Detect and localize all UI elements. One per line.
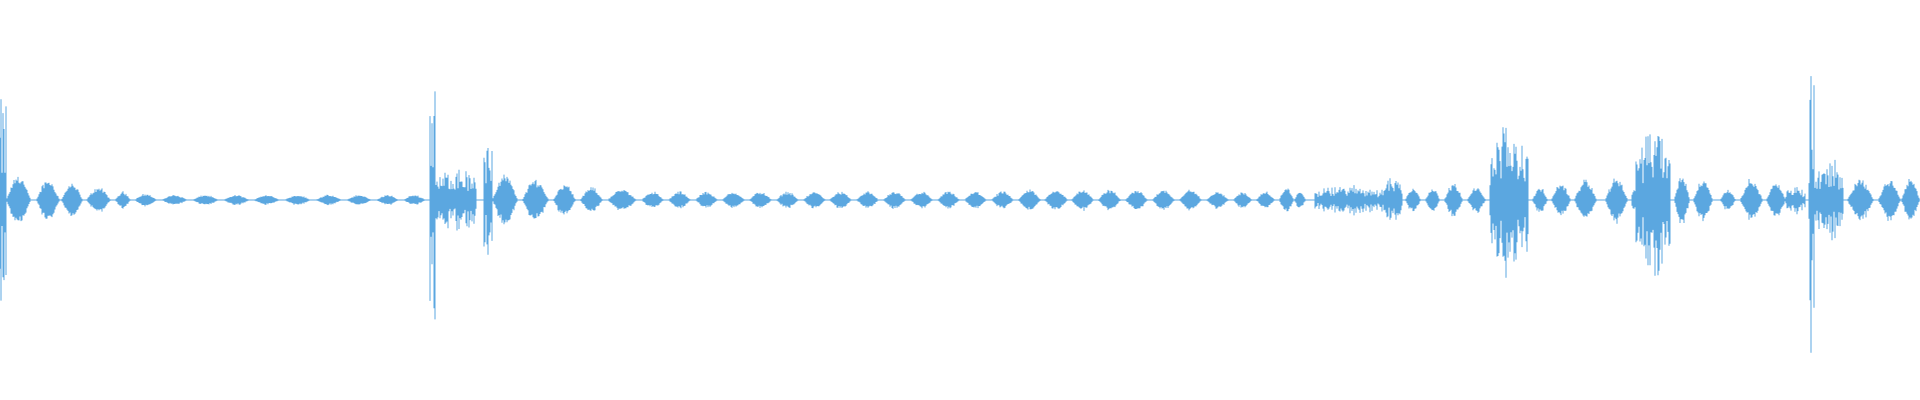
waveform-segment-68	[1785, 187, 1806, 215]
waveform-segment-41	[1098, 189, 1121, 211]
waveform-segment-17	[435, 169, 477, 231]
waveform-segment-40	[1071, 190, 1094, 211]
waveform-segment-38	[1018, 189, 1041, 210]
waveform-segment-73	[1901, 179, 1920, 220]
waveform-segment-14	[376, 195, 399, 205]
waveform-segment-0	[0, 99, 7, 301]
waveform-segment-32	[856, 191, 879, 208]
waveform-segment-25	[668, 191, 691, 209]
waveform-segment-30	[803, 192, 826, 209]
waveform-segment-7	[161, 195, 188, 205]
waveform-segment-58	[1551, 185, 1571, 216]
waveform-segment-60	[1605, 178, 1628, 224]
waveform-segment-36	[964, 192, 987, 209]
waveform-segment-20	[522, 179, 549, 219]
waveform-segment-26	[695, 191, 718, 208]
waveform-segment-5	[115, 191, 131, 209]
waveform-segment-69	[1808, 76, 1815, 353]
waveform-segment-24	[641, 191, 664, 207]
waveform-segment-54	[1444, 184, 1463, 217]
waveform-segment-28	[749, 192, 772, 208]
waveform-segment-51	[1381, 178, 1403, 220]
waveform-segment-11	[284, 196, 311, 205]
waveform-segment-31	[829, 191, 852, 208]
waveform-segment-71	[1847, 179, 1874, 221]
waveform-segment-33	[883, 192, 906, 209]
waveform-segment-21	[553, 185, 576, 215]
waveform-segment-37	[991, 191, 1014, 209]
waveform-segment-12	[315, 194, 342, 206]
waveform-segment-67	[1766, 184, 1786, 216]
waveform-segment-18	[483, 148, 493, 255]
waveform-segment-62	[1635, 134, 1671, 276]
waveform-segment-42	[1125, 191, 1148, 209]
waveform-segment-48	[1279, 188, 1294, 212]
waveform-segment-43	[1152, 190, 1175, 210]
waveform-segment-1	[6, 176, 31, 222]
waveform-segment-6	[134, 194, 157, 207]
waveform-segment-72	[1878, 181, 1901, 221]
waveform-segment-13	[346, 195, 372, 205]
waveform-segment-45	[1206, 192, 1229, 209]
waveform-segment-55	[1467, 188, 1486, 213]
waveform-segment-9	[223, 195, 250, 205]
waveform-segment-46	[1233, 192, 1252, 208]
waveform-segment-29	[776, 191, 799, 208]
waveform-segment-56	[1489, 127, 1529, 278]
waveform-segment-50	[1314, 185, 1383, 216]
waveform-segment-47	[1256, 191, 1275, 208]
waveform-segment-53	[1425, 189, 1440, 211]
waveform-segment-22	[580, 187, 603, 211]
waveform-segment-59	[1574, 179, 1597, 217]
waveform-segment-63	[1674, 178, 1690, 223]
waveform-segment-57	[1532, 188, 1548, 212]
waveform-segment-49	[1294, 192, 1306, 208]
waveform-segment-64	[1693, 181, 1713, 222]
waveform-segment-65	[1720, 189, 1736, 210]
waveform-segment-2	[36, 182, 60, 219]
waveform-track[interactable]	[0, 76, 1920, 353]
waveform-segment-27	[722, 192, 745, 208]
waveform-segment-44	[1179, 189, 1202, 211]
waveform-segment-52	[1405, 188, 1421, 212]
waveform-segment-66	[1740, 179, 1763, 220]
waveform-segment-70	[1813, 159, 1844, 241]
waveform-segment-10	[253, 195, 280, 205]
waveform-segment-23	[607, 190, 637, 210]
waveform-segment-3	[61, 183, 83, 216]
waveform-segment-39	[1044, 191, 1068, 210]
waveform-segment-4	[86, 188, 111, 212]
waveform-segment-8	[192, 195, 219, 205]
waveform-segment-16	[429, 91, 437, 320]
waveform-segment-34	[910, 191, 933, 209]
waveform-segment-19	[492, 174, 518, 225]
waveform-segment-15	[403, 195, 426, 205]
waveform-segment-35	[937, 191, 960, 209]
